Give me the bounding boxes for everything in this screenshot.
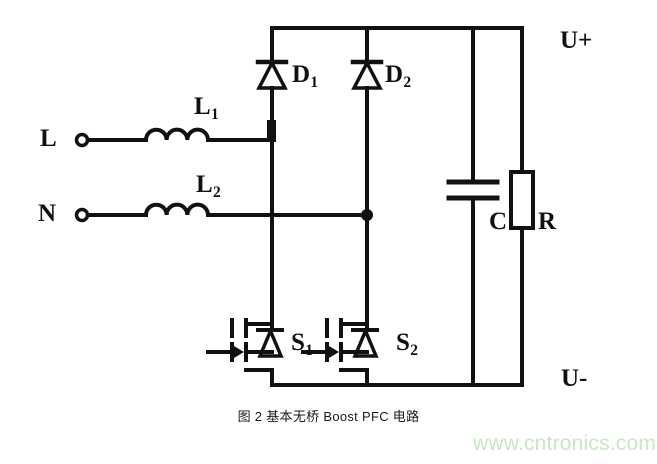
junction-l-leg1: [267, 120, 276, 142]
body-diode-S1: [256, 326, 284, 358]
inductor-L2: [144, 202, 210, 217]
label-diode-d1-subscript: 1: [310, 73, 319, 91]
terminal-node-l: [74, 132, 90, 148]
label-inductor-l2-subscript: 2: [212, 183, 221, 201]
junction-n-leg2: [361, 209, 373, 221]
label-mosfet-s2: S2: [396, 329, 418, 359]
site-watermark: www.cntronics.com: [473, 432, 657, 455]
diode-D2: [350, 59, 384, 90]
label-inductor-l1-subscript: 1: [210, 105, 219, 123]
figure-caption: 图 2 基本无桥 Boost PFC 电路: [237, 409, 420, 424]
label-resistor-r: R: [538, 208, 557, 235]
label-terminal-l: L: [40, 125, 57, 152]
body-diode-S2: [351, 326, 379, 358]
terminal-node-n: [74, 207, 90, 223]
inductor-L1: [144, 127, 210, 142]
capacitor-C: [446, 179, 500, 206]
label-inductor-l2: L2: [196, 171, 221, 201]
label-capacitor-c: C: [489, 208, 508, 235]
label-diode-d2: D2: [385, 61, 412, 91]
label-terminal-n: N: [38, 200, 57, 227]
label-mosfet-s1-subscript: 1: [305, 341, 313, 359]
label-mosfet-s1: S1: [291, 329, 313, 359]
label-output-positive: U+: [560, 27, 593, 54]
resistor-R: [509, 170, 535, 230]
label-inductor-l1: L1: [194, 93, 219, 123]
label-mosfet-s2-subscript: 2: [410, 341, 418, 359]
mosfet-S2: [325, 318, 379, 372]
diode-D1: [255, 59, 289, 90]
label-output-negative: U-: [561, 365, 588, 392]
mosfet-S1: [230, 318, 284, 372]
label-diode-d1: D1: [292, 61, 319, 91]
label-diode-d2-subscript: 2: [403, 73, 412, 91]
